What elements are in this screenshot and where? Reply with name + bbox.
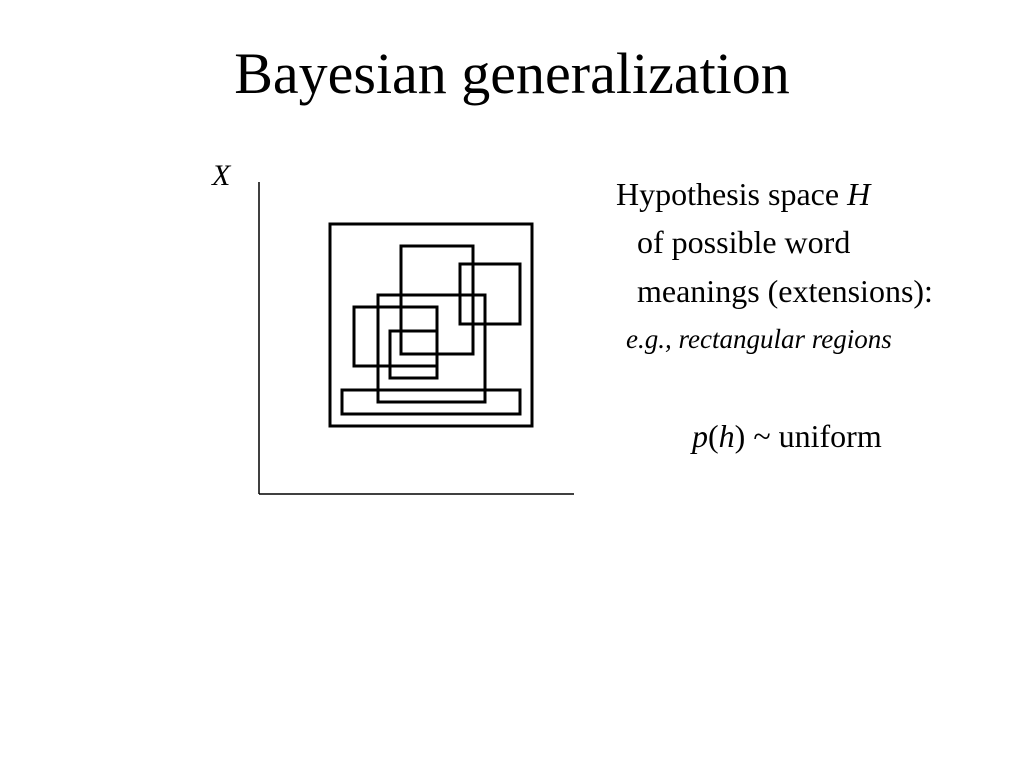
slide-title: Bayesian generalization [234, 41, 790, 106]
prior-rest: ) ~ uniform [734, 418, 882, 454]
hypothesis-space-line-3: meanings (extensions): [637, 273, 933, 309]
hypothesis-rect-left [352, 305, 439, 368]
hypothesis-rect-center [376, 293, 487, 404]
prior-open-paren: ( [708, 418, 719, 454]
prior-formula: p(h) ~ uniform [692, 416, 882, 456]
prior-h: h [718, 418, 735, 454]
hypothesis-space-line-2: of possible word [637, 224, 851, 260]
space-label: X [212, 159, 231, 192]
example-text: e.g., rectangular regions [626, 324, 892, 354]
hypothesis-rect-bottom-strip [340, 388, 522, 416]
prior-p: p [692, 418, 708, 454]
hypothesis-space-line-1: Hypothesis space H [616, 174, 870, 214]
hypothesis-space-text: Hypothesis space [616, 176, 848, 212]
hypothesis-symbol: H [847, 176, 871, 212]
hypothesis-rect-small [388, 329, 439, 380]
hypothesis-rect-outer [328, 222, 534, 428]
